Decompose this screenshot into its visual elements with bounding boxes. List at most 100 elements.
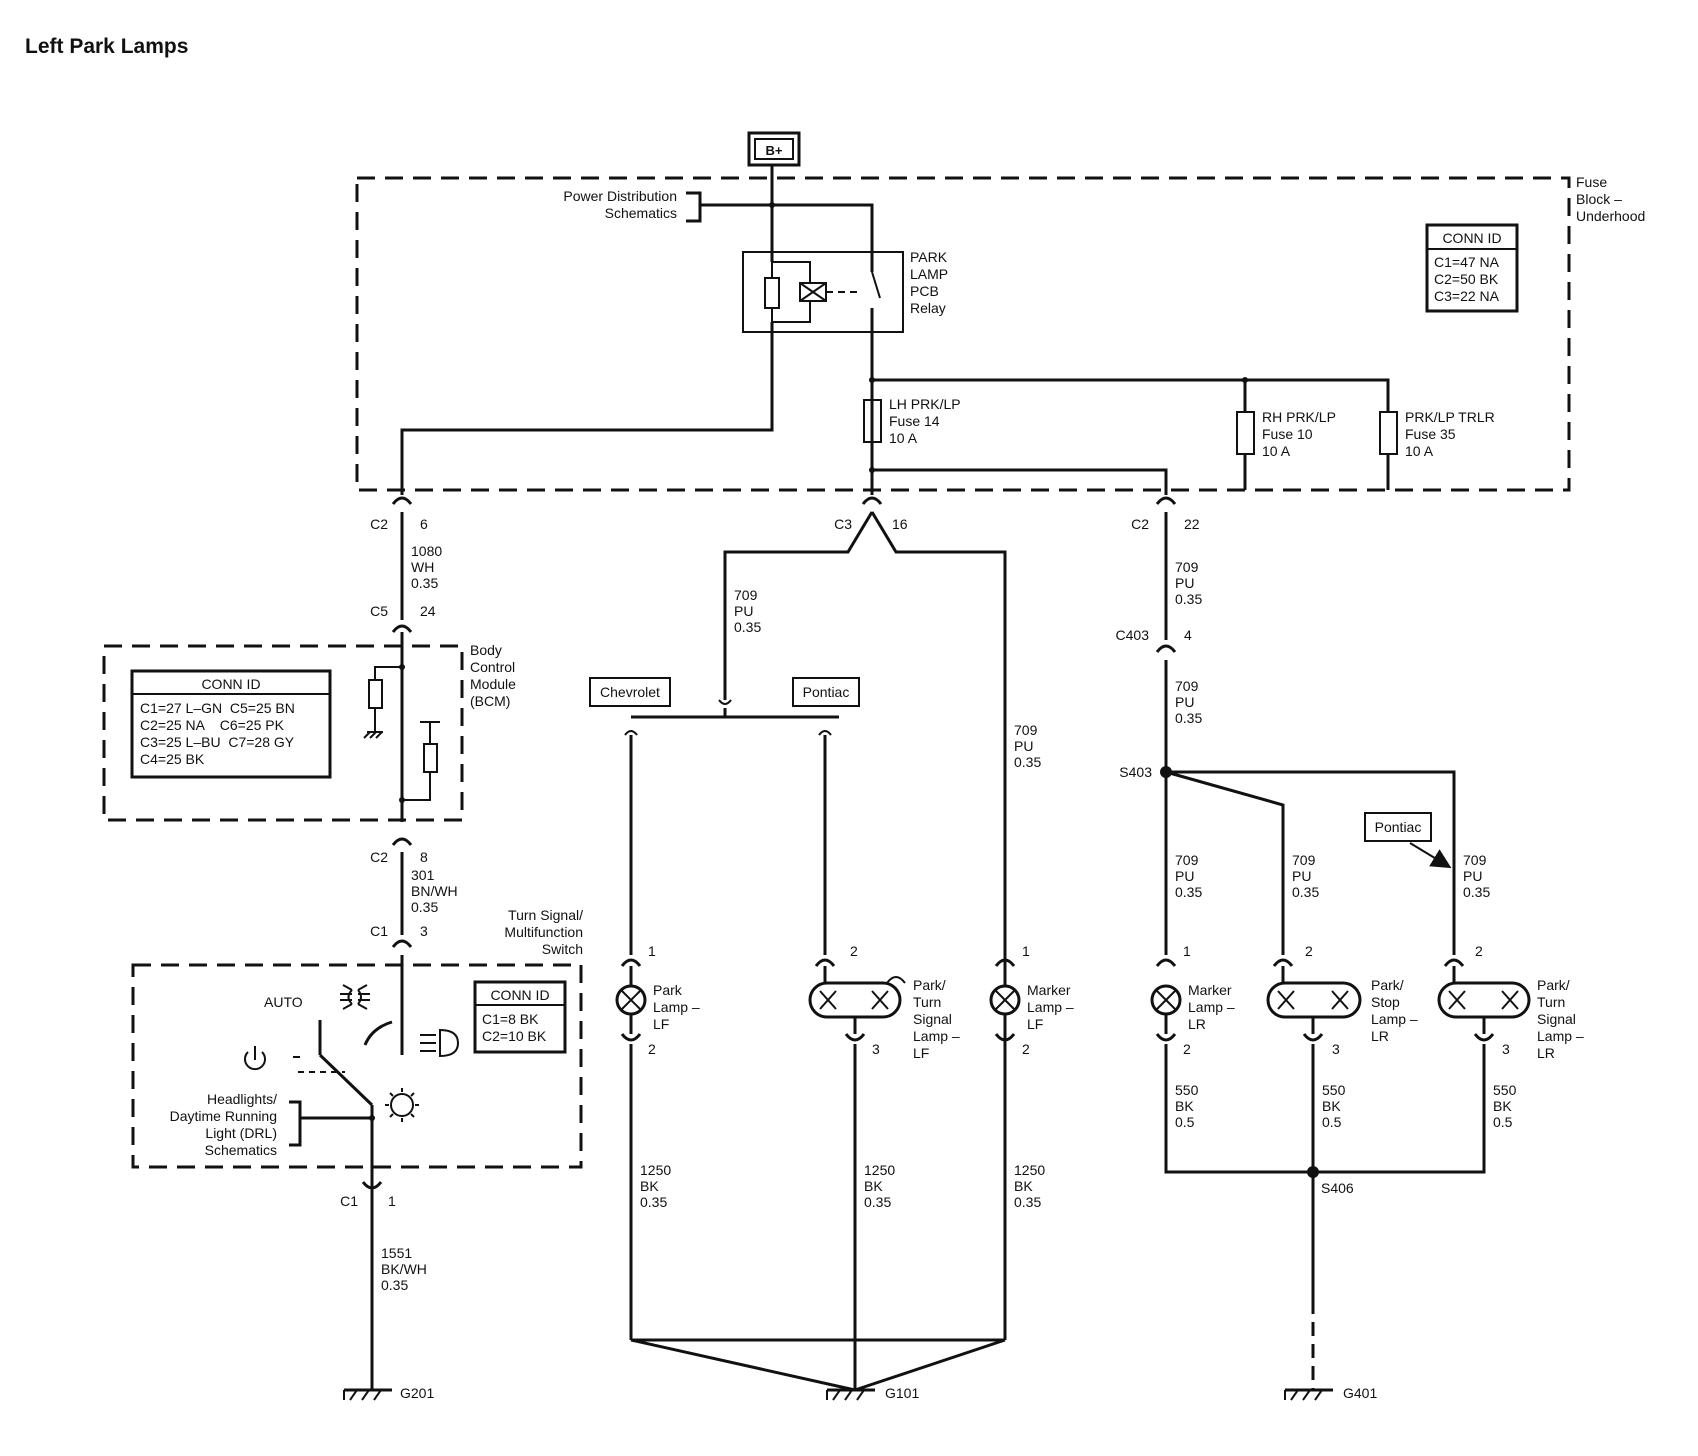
connector-c1-3: C1 3 xyxy=(370,923,428,948)
svg-text:CONN ID: CONN ID xyxy=(490,987,549,1003)
svg-text:1080: 1080 xyxy=(411,543,442,559)
svg-text:PARK: PARK xyxy=(910,249,948,265)
svg-text:C2=10 BK: C2=10 BK xyxy=(482,1028,547,1044)
svg-text:Fuse 14: Fuse 14 xyxy=(889,413,940,429)
bcm-label: Body Control Module (BCM) xyxy=(470,642,516,709)
svg-text:Lamp –: Lamp – xyxy=(653,999,700,1015)
svg-text:Relay: Relay xyxy=(910,300,946,316)
wire-1250-c: 1250 BK 0.35 xyxy=(1014,1162,1045,1210)
svg-text:0.35: 0.35 xyxy=(640,1194,667,1210)
wire-550-a: 550 BK 0.5 xyxy=(1175,1082,1199,1130)
marker-lamp-lf: 1 2 Marker Lamp – LF xyxy=(989,943,1074,1057)
svg-text:Light (DRL): Light (DRL) xyxy=(205,1125,277,1141)
svg-text:2: 2 xyxy=(1305,943,1313,959)
svg-text:PU: PU xyxy=(1463,868,1482,884)
svg-text:Signal: Signal xyxy=(913,1011,952,1027)
fuse-block-label: Fuse Block – Underhood xyxy=(1576,174,1645,224)
svg-text:Body: Body xyxy=(470,642,502,658)
svg-text:Daytime Running: Daytime Running xyxy=(170,1108,277,1124)
svg-text:C3: C3 xyxy=(834,516,852,532)
headlamp-icon xyxy=(420,1028,460,1058)
svg-text:LR: LR xyxy=(1537,1045,1555,1061)
connector-c403-4: C403 4 xyxy=(1116,627,1192,653)
svg-text:Power Distribution: Power Distribution xyxy=(563,188,677,204)
svg-text:G101: G101 xyxy=(885,1385,919,1401)
svg-text:Lamp –: Lamp – xyxy=(1027,999,1074,1015)
switch-label: Turn Signal/ Multifunction Switch xyxy=(504,907,583,957)
park-turn-signal-lamp-lr: 2 3 Park/ Turn Signal Lamp – LR xyxy=(1437,943,1584,1061)
svg-text:550: 550 xyxy=(1175,1082,1199,1098)
battery-terminal: B+ xyxy=(747,131,801,167)
svg-text:Chevrolet: Chevrolet xyxy=(600,684,660,700)
turn-signal-switch-box xyxy=(131,963,583,1169)
svg-text:PU: PU xyxy=(1292,868,1311,884)
svg-text:LR: LR xyxy=(1188,1016,1206,1032)
connector-c2-6: C2 6 xyxy=(370,496,428,532)
svg-text:1: 1 xyxy=(388,1193,396,1209)
svg-text:C1=8 BK: C1=8 BK xyxy=(482,1011,539,1027)
connector-c2-8: C2 8 xyxy=(370,837,428,865)
svg-text:709: 709 xyxy=(1175,852,1199,868)
ground-g101: G101 xyxy=(826,1385,919,1401)
svg-text:C5: C5 xyxy=(370,603,388,619)
svg-text:709: 709 xyxy=(1014,722,1038,738)
svg-text:Signal: Signal xyxy=(1537,1011,1576,1027)
svg-text:Module: Module xyxy=(470,676,516,692)
svg-text:0.35: 0.35 xyxy=(1014,1194,1041,1210)
svg-text:1551: 1551 xyxy=(381,1245,412,1261)
svg-text:0.35: 0.35 xyxy=(1463,884,1490,900)
svg-text:3: 3 xyxy=(872,1041,880,1057)
svg-text:709: 709 xyxy=(1292,852,1316,868)
svg-text:Fuse 35: Fuse 35 xyxy=(1405,426,1456,442)
svg-text:Pontiac: Pontiac xyxy=(803,684,850,700)
splice-s403: S403 xyxy=(1119,764,1172,780)
svg-text:S406: S406 xyxy=(1321,1180,1354,1196)
svg-text:22: 22 xyxy=(1184,516,1200,532)
fuse-prk-lp-trlr: PRK/LP TRLR Fuse 35 10 A xyxy=(1379,409,1495,459)
wire-1250-a: 1250 BK 0.35 xyxy=(640,1162,671,1210)
svg-text:Stop: Stop xyxy=(1371,994,1400,1010)
svg-text:BK: BK xyxy=(1493,1098,1512,1114)
svg-text:16: 16 xyxy=(892,516,908,532)
option-pontiac-2: Pontiac xyxy=(1364,812,1452,869)
svg-text:BN/WH: BN/WH xyxy=(411,883,458,899)
svg-text:PU: PU xyxy=(1175,575,1194,591)
svg-text:1: 1 xyxy=(1183,943,1191,959)
svg-text:1: 1 xyxy=(648,943,656,959)
svg-text:3: 3 xyxy=(1502,1041,1510,1057)
svg-text:CONN ID: CONN ID xyxy=(1442,230,1501,246)
svg-text:0.5: 0.5 xyxy=(1493,1114,1513,1130)
svg-text:C1=47 NA: C1=47 NA xyxy=(1434,254,1500,270)
svg-text:2: 2 xyxy=(648,1041,656,1057)
svg-text:C1: C1 xyxy=(340,1193,358,1209)
switch-conn-id: CONN ID C1=8 BK C2=10 BK xyxy=(473,980,567,1054)
svg-text:1250: 1250 xyxy=(1014,1162,1045,1178)
svg-text:0.35: 0.35 xyxy=(1292,884,1319,900)
svg-text:BK: BK xyxy=(1322,1098,1341,1114)
svg-text:10 A: 10 A xyxy=(1405,443,1434,459)
headlamp-switch: AUTO xyxy=(264,955,404,1170)
svg-text:PCB: PCB xyxy=(910,283,939,299)
svg-text:709: 709 xyxy=(734,587,758,603)
svg-text:C4=25 BK: C4=25 BK xyxy=(140,751,205,767)
svg-text:G401: G401 xyxy=(1343,1385,1377,1401)
svg-text:Turn Signal/: Turn Signal/ xyxy=(508,907,583,923)
svg-text:0.35: 0.35 xyxy=(864,1194,891,1210)
wire-550-c: 550 BK 0.5 xyxy=(1493,1082,1517,1130)
page-title: Left Park Lamps xyxy=(25,35,188,58)
svg-text:C3=25 L–BU C7=28 GY: C3=25 L–BU C7=28 GY xyxy=(140,734,295,750)
svg-text:S403: S403 xyxy=(1119,764,1152,780)
svg-text:Lamp –: Lamp – xyxy=(1371,1011,1418,1027)
svg-text:2: 2 xyxy=(850,943,858,959)
marker-lamp-lr: 1 2 Marker Lamp – LR xyxy=(1150,943,1235,1057)
svg-text:BK/WH: BK/WH xyxy=(381,1261,427,1277)
svg-text:Schematics: Schematics xyxy=(205,1142,277,1158)
svg-text:709: 709 xyxy=(1175,678,1199,694)
svg-text:G201: G201 xyxy=(400,1385,434,1401)
svg-text:3: 3 xyxy=(1332,1041,1340,1057)
svg-text:CONN ID: CONN ID xyxy=(201,676,260,692)
svg-text:PU: PU xyxy=(1175,694,1194,710)
option-chevrolet: Chevrolet xyxy=(589,677,671,707)
ground-g201: G201 xyxy=(343,1385,434,1401)
wire-709-b: 709 PU 0.35 xyxy=(1014,722,1041,770)
